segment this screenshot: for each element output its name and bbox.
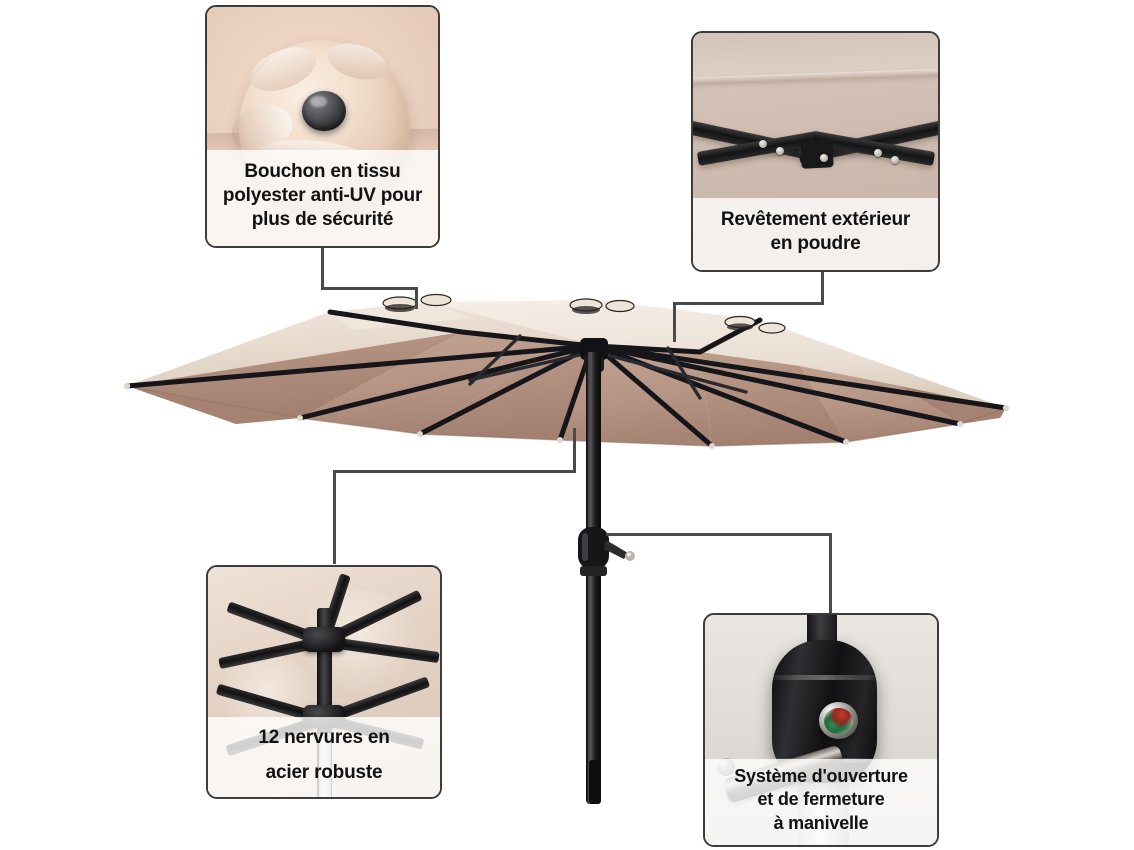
callout-caption-box: 12 nervures en acier robuste [208, 717, 440, 797]
vent-cap-knob-icon [301, 90, 346, 132]
callout-caption-box: Bouchon en tissu polyester anti-UV pour … [207, 150, 438, 246]
callout-crank-system-label: Système d'ouverture et de fermeture à ma… [734, 766, 908, 833]
callout-steel-ribs[interactable]: 12 nervures en acier robuste [206, 565, 442, 799]
leader-powder-seg2 [673, 302, 824, 305]
leader-fabric-cap-seg2 [321, 287, 418, 290]
leader-fabric-cap-seg3 [415, 287, 418, 309]
leader-fabric-cap-seg1 [321, 247, 324, 289]
callout-fabric-cap[interactable]: Bouchon en tissu polyester anti-UV pour … [205, 5, 440, 248]
crank-hub-icon [818, 702, 859, 740]
leader-powder-seg3 [673, 302, 676, 342]
callout-steel-ribs-label: 12 nervures en acier robuste [258, 726, 390, 783]
leader-powder-seg1 [821, 272, 824, 305]
leader-crank-seg1 [606, 533, 832, 536]
leader-crank-seg2 [829, 533, 832, 615]
callout-powder-coating-label: Revêtement extérieur en poudre [720, 208, 911, 254]
callout-powder-coating[interactable]: Revêtement extérieur en poudre [691, 31, 940, 272]
canopy-left-top [127, 302, 592, 386]
callout-crank-system[interactable]: Système d'ouverture et de fermeture à ma… [703, 613, 939, 847]
rib-hub-upper-icon [303, 626, 345, 653]
leader-ribs-seg3 [333, 470, 336, 564]
crank-mechanism [578, 527, 635, 576]
leader-ribs-seg1 [573, 428, 576, 472]
leader-ribs-seg2 [333, 470, 576, 473]
callout-caption-box: Système d'ouverture et de fermeture à ma… [705, 759, 937, 845]
callout-caption-box: Revêtement extérieur en poudre [693, 198, 938, 270]
umbrella-ribs [124, 309, 1009, 449]
callout-fabric-cap-label: Bouchon en tissu polyester anti-UV pour … [222, 160, 423, 231]
